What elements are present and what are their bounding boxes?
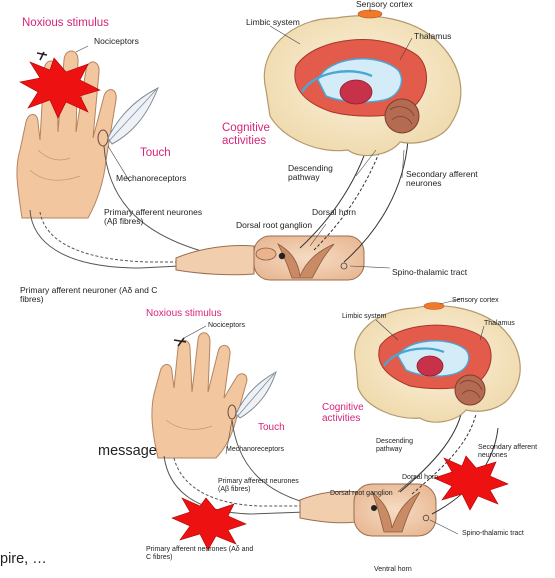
top-primary-afferent-ab-label: Primary afferent neurones (Aβ fibres) [104, 208, 204, 227]
top-nociceptors-label: Nociceptors [94, 37, 139, 46]
bottom-nerve-burst [172, 498, 246, 550]
top-thalamus-label: Thalamus [414, 32, 451, 41]
bottom-limbic-system-label: Limbic system [342, 313, 386, 321]
top-limbic-system-label: Limbic system [246, 18, 300, 27]
bottom-primary-afferent-ad-c-label: Primary afferent neurones (Aδ and C fibr… [146, 546, 258, 561]
top-noxious-stimulus-label: Noxious stimulus [22, 17, 109, 30]
bottom-diagram [152, 303, 520, 551]
top-spino-thalamic-tract-label: Spino-thalamic tract [392, 268, 467, 277]
bottom-thalamus-label: Thalamus [484, 320, 515, 328]
top-dorsal-root-ganglion-label: Dorsal root ganglion [236, 221, 312, 230]
top-spinal-cord [176, 236, 364, 280]
top-secondary-afferent-label: Secondary afferent neurones [406, 170, 486, 189]
slide-text-pire: pire, … [0, 552, 47, 568]
top-touch-label: Touch [140, 147, 171, 160]
top-descending-pathway-label: Descending pathway [288, 164, 348, 183]
bottom-secondary-afferent-label: Secondary afferent neurones [478, 444, 550, 459]
top-sensory-cortex-label: Sensory cortex [356, 0, 413, 9]
top-mechanoreceptors-label: Mechanoreceptors [116, 174, 186, 183]
bottom-noxious-stimulus-label: Noxious stimulus [146, 308, 222, 319]
top-cognitive-activities-label: Cognitive activities [222, 122, 292, 147]
bottom-dorsal-horn-burst [434, 456, 508, 510]
bottom-descending-pathway-label: Descending pathway [376, 438, 430, 453]
bottom-spino-thalamic-tract-label: Spino-thalamic tract [462, 530, 524, 538]
bottom-dorsal-horn-label: Dorsal horn [402, 474, 438, 482]
bottom-mechanoreceptors-label: Mechanoreceptors [226, 446, 284, 454]
bottom-cognitive-activities-label: Cognitive activities [322, 402, 388, 424]
bottom-dorsal-root-ganglion-label: Dorsal root ganglion [330, 490, 393, 498]
top-dorsal-horn-label: Dorsal horn [312, 208, 356, 217]
bottom-ventral-horn-label: Ventral horn [374, 566, 412, 574]
bottom-touch-label: Touch [258, 422, 285, 433]
slide-text-message: message [98, 444, 157, 460]
bottom-primary-afferent-ab-label: Primary afferent neurones (Aβ fibres) [218, 478, 306, 493]
bottom-nociceptors-label: Nociceptors [208, 322, 245, 330]
top-primary-afferent-ad-c-label: Primary afferent neuroner (Aδ and C fibr… [20, 286, 162, 305]
bottom-hand [152, 333, 247, 458]
bottom-sensory-cortex-label: Sensory cortex [452, 297, 499, 305]
